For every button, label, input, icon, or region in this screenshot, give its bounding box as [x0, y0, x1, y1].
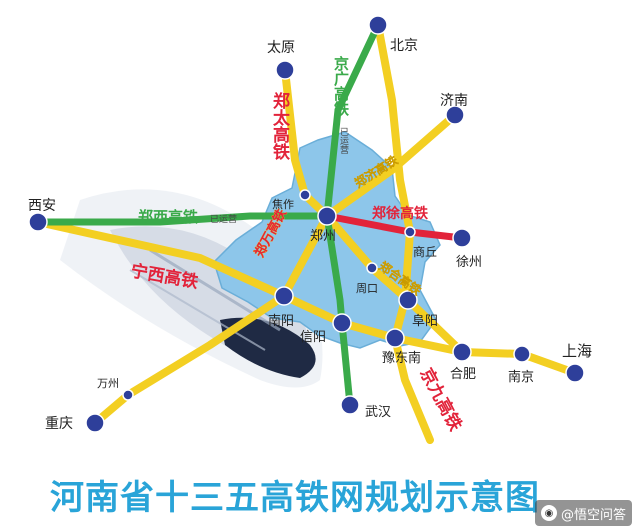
label-wanzhou: 万州	[97, 377, 119, 390]
line-zhengtai	[281, 66, 331, 220]
dot-fuyang	[398, 290, 418, 310]
line-jingguang	[323, 21, 382, 409]
wukong-logo-icon: ◉	[540, 505, 557, 521]
dot-xuzhou	[452, 228, 472, 248]
dot-beijing	[368, 15, 388, 35]
label-xinyang: 信阳	[300, 330, 326, 345]
label-jinan: 济南	[440, 93, 468, 109]
label-fuyang: 阜阳	[412, 313, 438, 329]
label-chongqing: 重庆	[45, 416, 73, 432]
label-zhengxi-line: 郑西高铁	[138, 208, 198, 226]
dot-hefei	[452, 342, 472, 362]
green-lines	[34, 21, 382, 409]
label-shanghai: 上海	[562, 342, 592, 360]
label-wuhan: 武汉	[365, 405, 391, 420]
city-labels: 太原 北京 济南 西安 郑州 焦作 商丘 徐州 周口 南阳 信阳 阜阳 豫东南 …	[28, 38, 592, 432]
watermark-text: @悟空问答	[560, 507, 626, 523]
label-nanyang: 南阳	[268, 313, 294, 329]
map-title: 河南省十三五高铁网规划示意图	[50, 478, 540, 518]
dot-jinan	[445, 105, 465, 125]
dot-shangqiu	[404, 226, 416, 238]
dot-xinyang	[332, 313, 352, 333]
dot-shanghai	[565, 363, 585, 383]
label-yudongnan: 豫东南	[382, 350, 421, 366]
line-zhengxi	[34, 212, 331, 226]
dot-yudongnan	[385, 328, 405, 348]
note-zhengxi-built: 已运营	[210, 213, 237, 225]
line-jingjiu	[374, 21, 434, 444]
watermark: ◉ @悟空问答	[534, 500, 632, 526]
yellow-lines	[34, 21, 579, 444]
label-hefei: 合肥	[450, 367, 476, 382]
dot-zhengzhou	[317, 206, 337, 226]
city-dots	[28, 15, 585, 433]
label-zhengxu-line: 郑徐高铁	[372, 205, 428, 222]
line-zhengwan	[91, 212, 331, 427]
dot-wuhan	[340, 395, 360, 415]
dot-nanjing	[513, 345, 531, 363]
label-jiaozuo: 焦作	[272, 198, 294, 211]
line-ningxi	[34, 218, 579, 377]
label-shangqiu: 商丘	[413, 244, 437, 259]
dot-jiaozuo	[299, 189, 311, 201]
label-xuzhou: 徐州	[456, 255, 482, 270]
line-zhengji	[323, 111, 459, 220]
label-jingguang-line: 京广高铁	[332, 55, 350, 117]
label-taiyuan: 太原	[267, 40, 295, 56]
dot-wanzhou	[122, 389, 134, 401]
label-nanjing: 南京	[508, 369, 534, 385]
label-xian: 西安	[28, 198, 56, 214]
dot-nanyang	[274, 286, 294, 306]
label-zhoukou: 周口	[356, 282, 378, 295]
line-zhenghe	[323, 212, 466, 356]
label-beijing: 北京	[390, 38, 418, 54]
dot-xian	[28, 212, 48, 232]
dot-zhoukou	[366, 262, 378, 274]
label-zhengzhou: 郑州	[310, 229, 336, 244]
dot-taiyuan	[275, 60, 295, 80]
dot-chongqing	[85, 413, 105, 433]
label-zhengtai-line: 郑太高铁	[269, 91, 290, 161]
note-jingguang-built: 已运营	[338, 127, 349, 155]
